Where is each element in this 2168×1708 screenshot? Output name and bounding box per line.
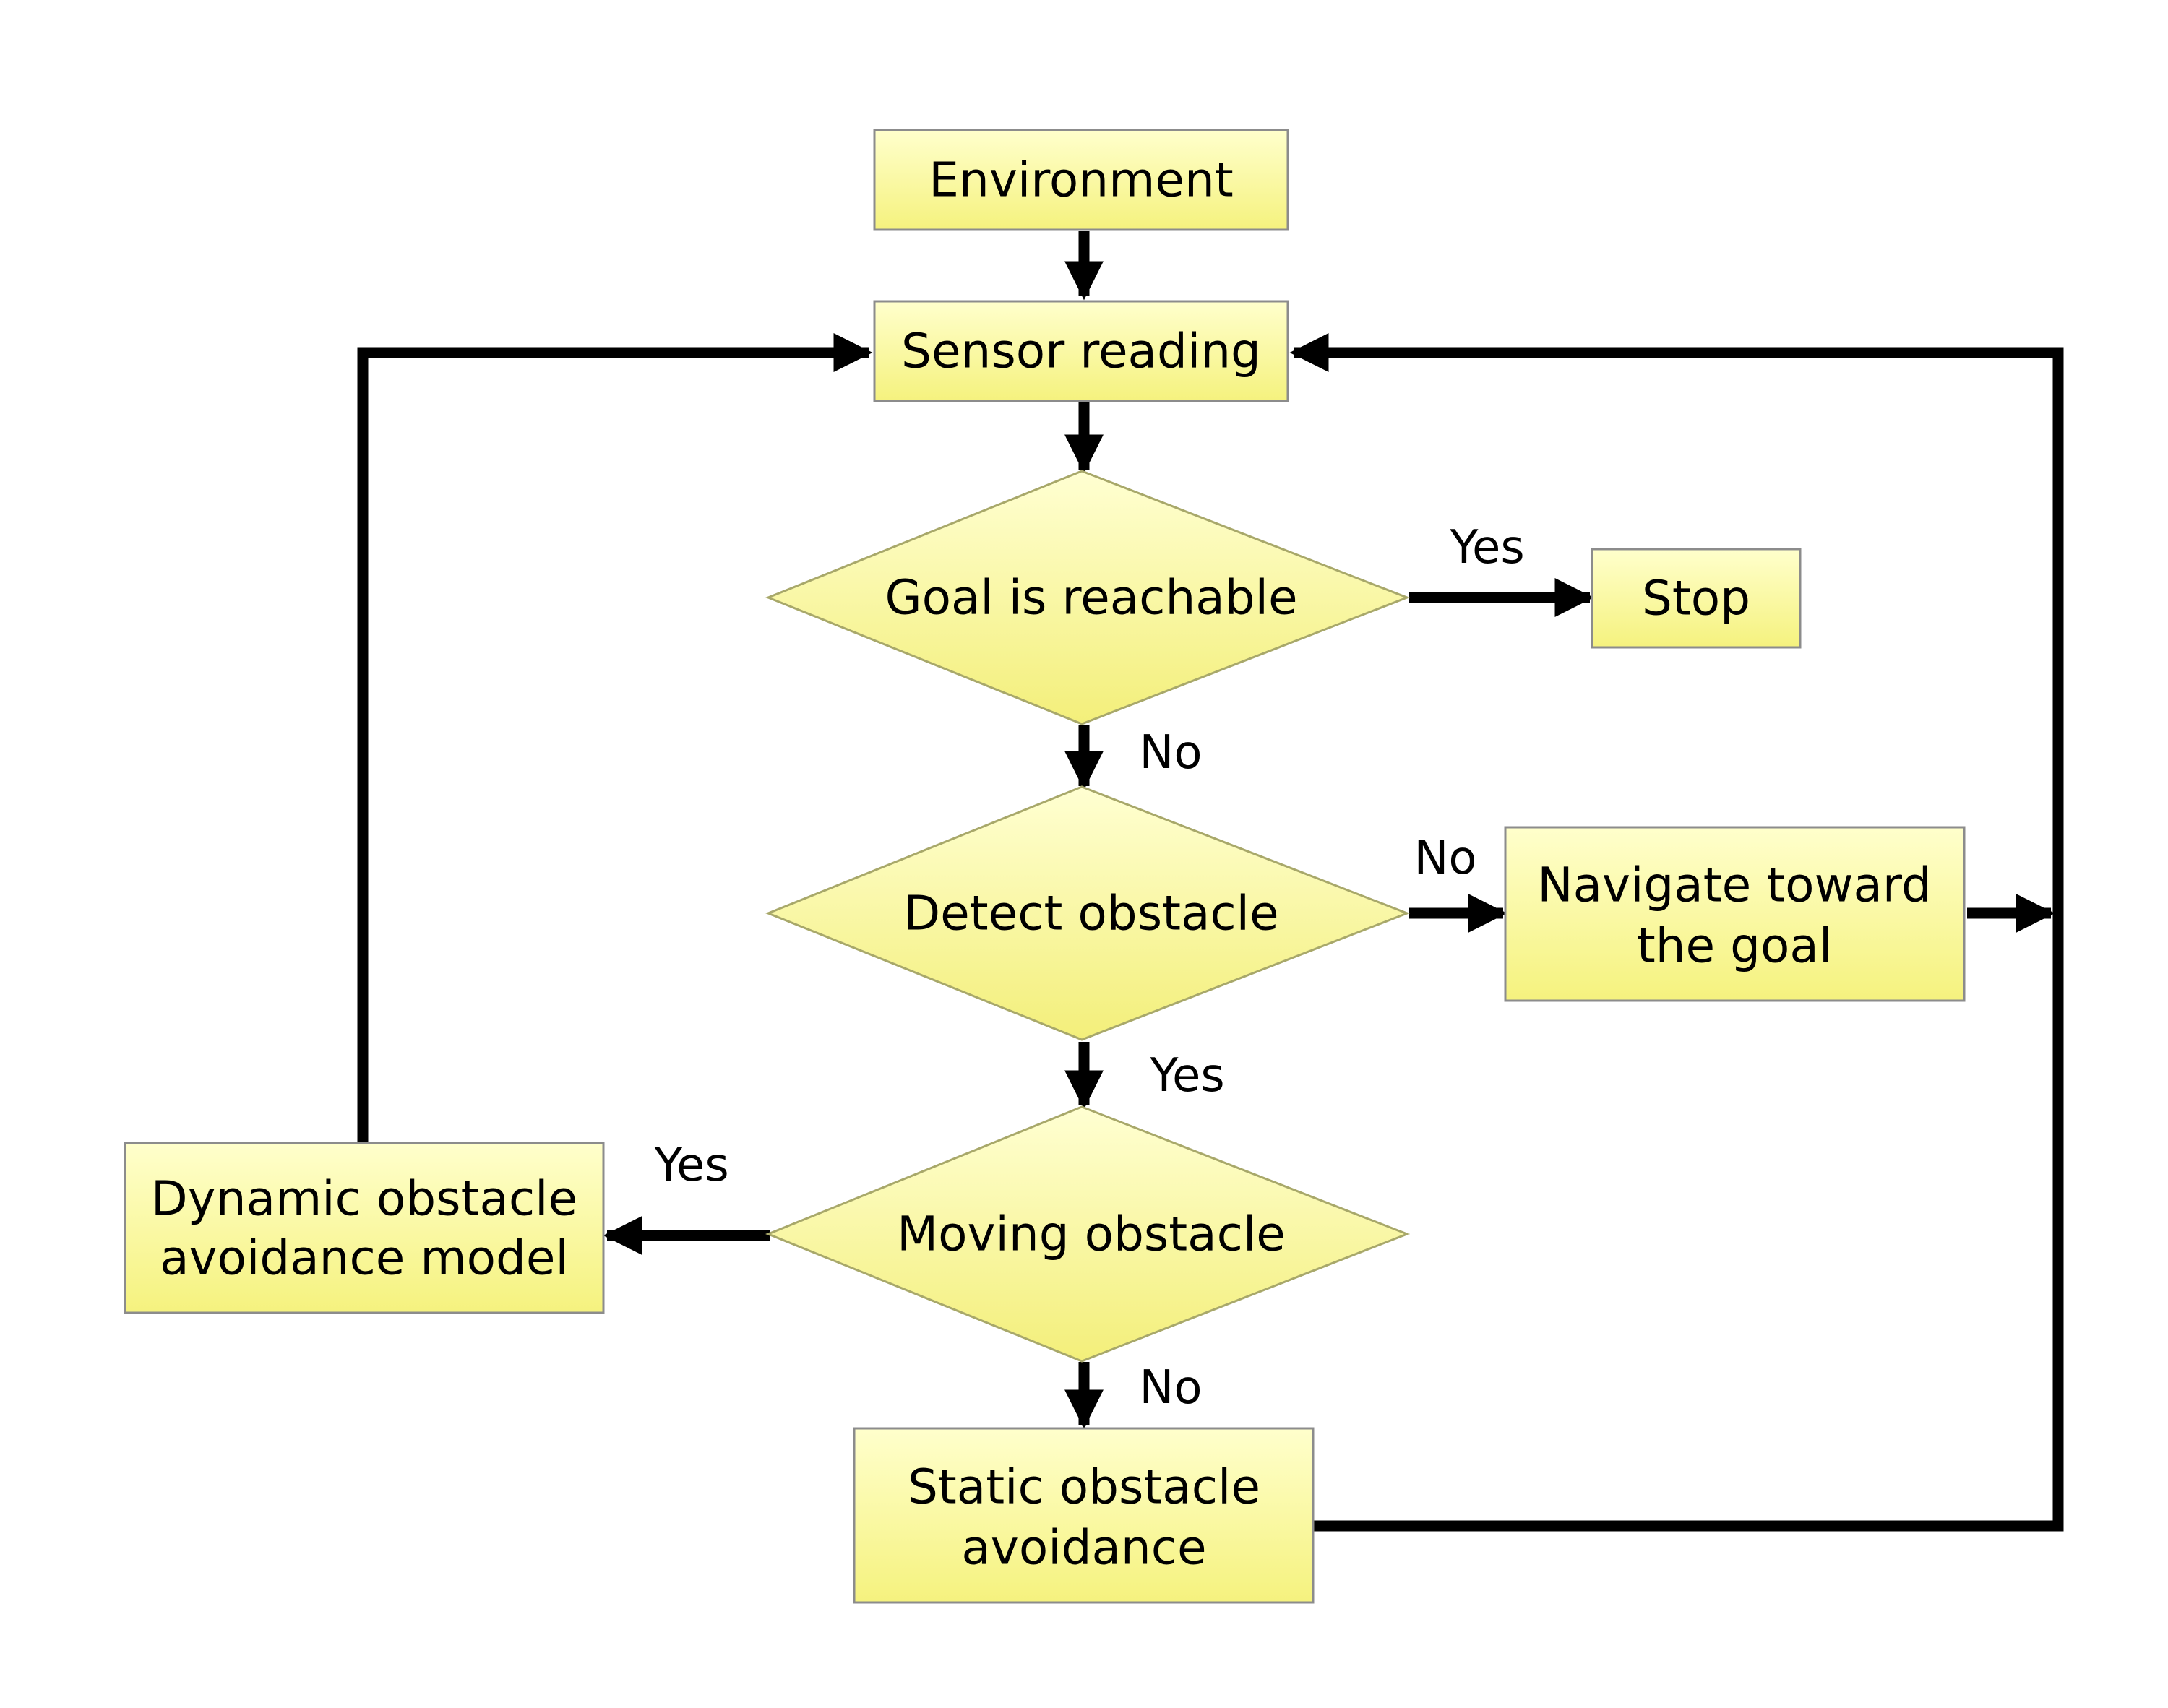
decision-goal-reachable: Goal is reachable (765, 470, 1411, 725)
node-stop: Stop (1591, 548, 1802, 649)
goal-reachable-label: Goal is reachable (885, 570, 1297, 626)
stop-label: Stop (1642, 571, 1750, 626)
decision-moving-obstacle: Moving obstacle (765, 1105, 1411, 1363)
edge-label-moving-no: No (1139, 1361, 1202, 1415)
node-dynamic-model: Dynamic obstacle avoidance model (124, 1142, 605, 1314)
edge-labels: Yes No No Yes Yes No (653, 521, 1524, 1415)
arrow-static-loop-to-sensor (1289, 333, 2064, 1532)
dynamic-model-label-line1: Dynamic obstacle (151, 1171, 577, 1227)
node-navigate-goal: Navigate toward the goal (1504, 826, 1966, 1002)
node-sensor-reading: Sensor reading (873, 300, 1289, 402)
edge-label-goal-no: No (1139, 726, 1202, 780)
sensor-reading-label: Sensor reading (901, 324, 1261, 379)
connectors (357, 231, 2064, 1532)
node-static-avoidance: Static obstacle avoidance (853, 1427, 1315, 1604)
node-environment: Environment (873, 129, 1289, 231)
dynamic-model-label-line2: avoidance model (160, 1230, 569, 1286)
navigate-goal-label-line1: Navigate toward (1537, 858, 1932, 913)
environment-label: Environment (929, 152, 1233, 208)
edge-label-moving-yes: Yes (653, 1139, 728, 1192)
arrow-dynamic-loop-to-sensor (357, 333, 873, 1142)
edge-label-goal-yes: Yes (1449, 521, 1524, 574)
moving-obstacle-label: Moving obstacle (897, 1207, 1286, 1262)
decision-detect-obstacle: Detect obstacle (765, 785, 1411, 1041)
navigate-goal-label-line2: the goal (1637, 918, 1832, 974)
static-avoidance-label-line1: Static obstacle (908, 1459, 1260, 1515)
static-avoidance-label-line2: avoidance (961, 1520, 1206, 1576)
edge-label-detect-yes: Yes (1149, 1049, 1224, 1103)
edge-label-detect-no: No (1414, 832, 1476, 885)
detect-obstacle-label: Detect obstacle (903, 886, 1278, 941)
